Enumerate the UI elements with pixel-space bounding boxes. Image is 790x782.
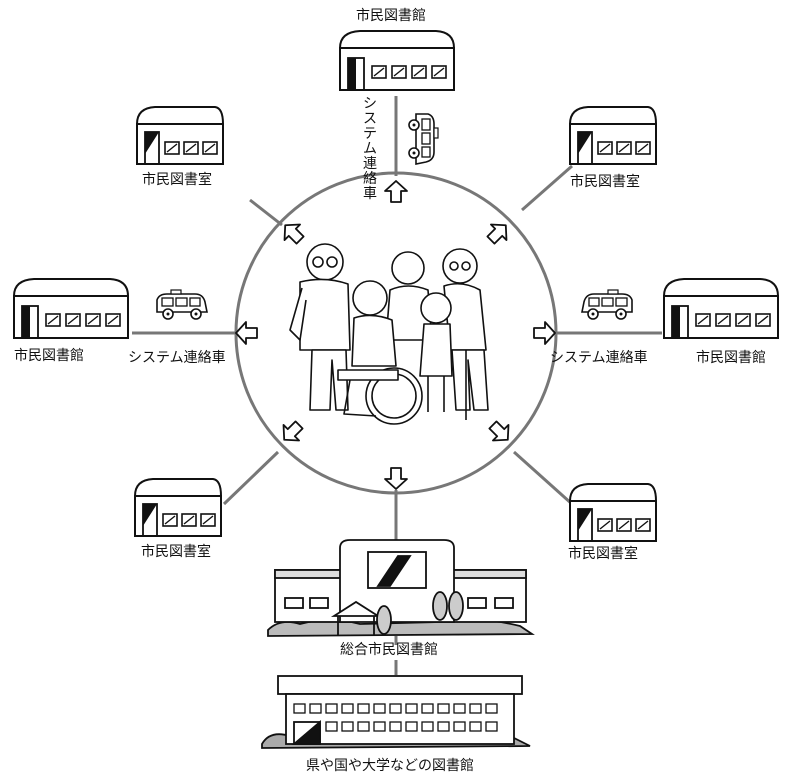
left-van-icon — [156, 289, 208, 320]
room-upper-left-label: 市民図書室 — [142, 172, 212, 188]
room-lower-right-label: 市民図書室 — [568, 546, 638, 562]
top-vehicle-label: システム連絡車 — [363, 96, 377, 202]
left-library-label: 市民図書館 — [14, 348, 84, 364]
right-vehicle-label: システム連絡車 — [550, 350, 648, 366]
right-library-label: 市民図書館 — [696, 350, 766, 366]
left-vehicle-label: システム連絡車 — [128, 350, 226, 366]
arrow-right-icon — [533, 321, 556, 345]
room-upper-right-label: 市民図書室 — [570, 174, 640, 190]
central-library-label: 総合市民図書館 — [340, 642, 438, 658]
right-library-building — [663, 278, 779, 339]
room-upper-right-building — [569, 106, 657, 165]
room-lower-left-label: 市民図書室 — [141, 544, 211, 560]
top-library-building — [339, 30, 455, 91]
arrow-left-icon — [235, 321, 258, 345]
arrow-upright-icon — [482, 216, 515, 249]
connector-lines — [132, 96, 662, 675]
national-library-building — [261, 675, 531, 749]
room-lower-right-building — [569, 483, 657, 542]
room-lower-left-building — [134, 478, 222, 537]
right-van-icon — [581, 289, 633, 320]
room-upper-left-building — [136, 106, 224, 165]
people-group-illustration — [289, 243, 489, 425]
top-van-icon — [408, 113, 439, 165]
arrow-up-icon — [384, 180, 408, 203]
top-library-label: 市民図書館 — [356, 8, 426, 24]
left-library-building — [13, 278, 129, 339]
arrow-down-icon — [384, 467, 408, 490]
national-library-label: 県や国や大学などの図書館 — [306, 758, 474, 774]
central-library-building — [267, 539, 535, 637]
